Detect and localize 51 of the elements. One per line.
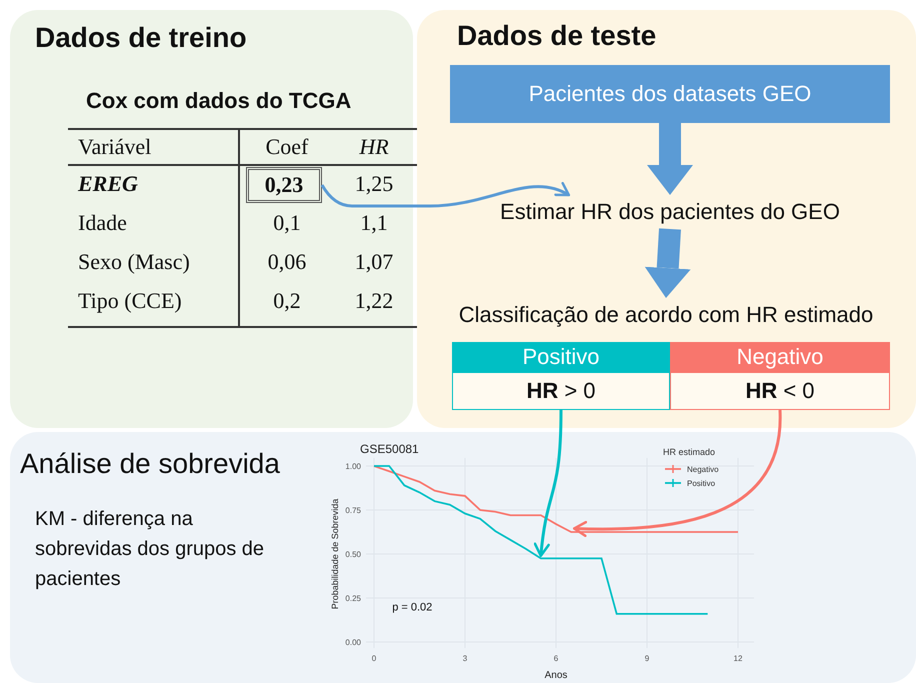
table-title: Cox com dados do TCGA <box>86 88 352 114</box>
tick-label: 0.00 <box>345 638 361 647</box>
arrow <box>534 410 562 558</box>
table-cell-text: Sexo (Masc) <box>78 248 191 276</box>
annotation-text: p = 0.02 <box>392 601 432 614</box>
arrow <box>320 182 570 208</box>
table-cell-text: 1,22 <box>354 287 394 315</box>
tick-label: 1.00 <box>345 462 361 471</box>
condition-text: HR < 0 <box>670 372 890 410</box>
tick-label: 0.50 <box>345 550 361 559</box>
table-cell-text: 0,1 <box>272 209 302 237</box>
table-cell-text: 1,1 <box>359 209 389 237</box>
panel <box>417 10 916 428</box>
process-box: Pacientes dos datasets GEO <box>450 65 890 123</box>
tick-label: 6 <box>554 654 558 663</box>
category-header: Positivo <box>452 342 670 372</box>
panel-title: Dados de teste <box>457 20 656 52</box>
tick-label: 3 <box>462 654 468 663</box>
table-cell-text: 1,07 <box>354 248 394 276</box>
axis-title: Anos <box>544 670 568 681</box>
tick-label: 0.25 <box>345 594 361 603</box>
tick-label: 0.75 <box>345 506 361 515</box>
panel-title: Dados de treino <box>35 22 247 54</box>
table-cell-text: Idade <box>78 209 128 237</box>
tick-label: 12 <box>734 654 742 663</box>
step-text: Estimar HR dos pacientes do GEO <box>450 195 890 229</box>
table-cell-text: HR <box>358 133 390 161</box>
step-text: Classificação de acordo com HR estimado <box>420 298 912 332</box>
tick-label: 0 <box>372 654 376 663</box>
table-cell-text: EREG <box>78 170 139 198</box>
axis-title: Probabilidade de Sobrevida <box>330 498 340 610</box>
description-text: KM - diferença na sobrevidas dos grupos de pacientes <box>35 507 266 592</box>
chart-title: GSE50081 <box>360 442 419 456</box>
arrow <box>572 410 782 537</box>
table-cell-text: Coef <box>264 133 310 161</box>
category-header: Negativo <box>670 342 890 372</box>
table-cell-text: 1,25 <box>354 170 394 198</box>
block-arrow <box>644 228 691 298</box>
block-arrow <box>647 123 693 195</box>
panel-title: Análise de sobrevida <box>20 448 280 480</box>
legend-label: Positivo <box>687 479 716 488</box>
table-cell-text: 0,2 <box>272 287 302 315</box>
highlighted-cell: 0,23 <box>246 167 322 203</box>
table-cell-text: 0,06 <box>266 248 308 276</box>
legend-title: HR estimado <box>663 447 716 457</box>
condition-text: HR > 0 <box>452 372 670 410</box>
table-cell-text: Tipo (CCE) <box>78 287 183 315</box>
legend-label: Negativo <box>687 465 719 474</box>
tick-label: 9 <box>644 654 650 663</box>
panel <box>10 432 916 683</box>
table-cell-text: Variável <box>78 133 152 161</box>
